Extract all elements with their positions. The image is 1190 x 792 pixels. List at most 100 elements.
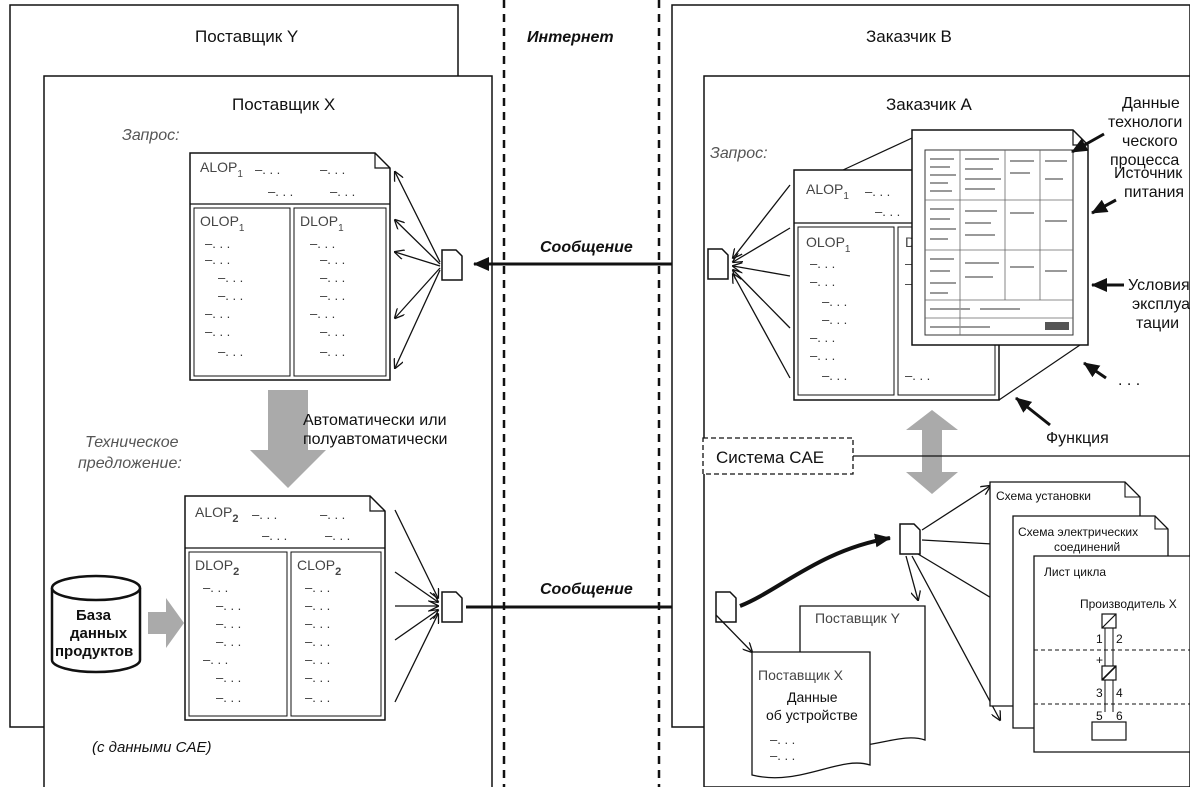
function-annotation: Функция: [1015, 396, 1109, 447]
ellipsis-annotation: . . .: [1083, 361, 1140, 389]
device-supplier-x-label: Поставщик X: [758, 667, 844, 683]
svg-text:–. . .: –. . .: [320, 324, 345, 339]
svg-text:–. . .: –. . .: [320, 344, 345, 359]
svg-text:–. . .: –. . .: [218, 344, 243, 359]
alop2-label: ALOP2: [195, 504, 238, 525]
product-database: База данных продуктов: [50, 574, 142, 674]
svg-text:Функция: Функция: [1046, 430, 1109, 447]
svg-text:–. . .: –. . .: [810, 330, 835, 345]
datasheet-overlay: [842, 129, 1089, 401]
svg-text:–. . .: –. . .: [810, 274, 835, 289]
svg-text:–. . .: –. . .: [310, 306, 335, 321]
terminal-1: 1: [1096, 632, 1103, 646]
svg-text:технологи: технологи: [1108, 114, 1182, 131]
svg-text:–. . .: –. . .: [822, 368, 847, 383]
loop-sheet: Лист цикла Производитель X 1 2 + 3 4 5 6: [1033, 555, 1190, 753]
cae-system-label: Система CAE: [716, 448, 824, 467]
svg-text:–. . .: –. . .: [216, 598, 241, 613]
svg-text:–. . .: –. . .: [320, 270, 345, 285]
dots: –. . .: [770, 748, 795, 763]
svg-text:–. . .: –. . .: [810, 256, 835, 271]
customer-a-title: Заказчик A: [886, 95, 973, 114]
with-cae-label: (с данными CAE): [92, 739, 211, 756]
svg-text:Источник: Источник: [1114, 165, 1183, 182]
dots: –. . .: [268, 184, 293, 199]
grey-down-arrow: [250, 390, 326, 488]
svg-text:–. . .: –. . .: [320, 288, 345, 303]
message-label-top: Сообщение: [540, 239, 633, 256]
svg-text:тации: тации: [1136, 315, 1179, 332]
svg-text:. . .: . . .: [1118, 372, 1140, 389]
terminal-6: 6: [1116, 709, 1123, 723]
dots: –. . .: [865, 184, 890, 199]
device-data-label-1: Данные: [787, 689, 838, 705]
terminal-5: 5: [1096, 709, 1103, 723]
svg-text:–. . .: –. . .: [305, 690, 330, 705]
dlop2-label: DLOP2: [195, 557, 239, 578]
svg-text:эксплуа: эксплуа: [1132, 296, 1190, 313]
grey-double-arrow: [906, 410, 958, 494]
operating-conditions-annotation: Условия эксплуа тации: [1091, 277, 1190, 332]
electrical-scheme-label-2: соединений: [1054, 540, 1120, 554]
dots: –. . .: [325, 528, 350, 543]
svg-text:–. . .: –. . .: [216, 690, 241, 705]
svg-text:–. . .: –. . .: [320, 252, 345, 267]
internet-label: Интернет: [527, 29, 614, 46]
svg-text:–. . .: –. . .: [822, 312, 847, 327]
supplier-x-title: Поставщик X: [232, 95, 335, 114]
arrow-to-device-x: [715, 614, 752, 652]
svg-text:Данные: Данные: [1122, 95, 1180, 112]
grey-right-arrow: [148, 598, 184, 648]
manufacturer-x-label: Производитель X: [1080, 597, 1177, 611]
dots: –. . .: [320, 507, 345, 522]
customer-alop1-label: ALOP1: [806, 181, 849, 202]
offer-document: ALOP2 –. . . –. . . –. . . –. . . DLOP2 …: [184, 495, 386, 721]
dots: –. . .: [770, 732, 795, 747]
svg-text:–. . .: –. . .: [905, 368, 930, 383]
install-scheme-label: Схема установки: [996, 489, 1091, 503]
db-label-1: База: [76, 607, 112, 624]
dots: –. . .: [330, 184, 355, 199]
svg-text:–. . .: –. . .: [305, 598, 330, 613]
terminal-4: 4: [1116, 686, 1123, 700]
auto-label-1: Автоматически или: [303, 412, 447, 429]
svg-text:Условия: Условия: [1128, 277, 1190, 294]
svg-text:–. . .: –. . .: [203, 652, 228, 667]
tech-offer-label-1: Техническое: [85, 434, 179, 451]
dots: –. . .: [875, 204, 900, 219]
collection-arrows-offer: [394, 509, 438, 703]
svg-text:–. . .: –. . .: [216, 634, 241, 649]
svg-text:–. . .: –. . .: [216, 616, 241, 631]
svg-text:процесса: процесса: [1110, 152, 1179, 169]
distribution-arrows-customer: [733, 184, 791, 379]
electrical-scheme-label-1: Схема электрических: [1018, 525, 1138, 539]
cae-system-box: [702, 437, 854, 475]
request-label-right: Запрос:: [710, 145, 768, 162]
offer-doc-dots: –. . . –. . . –. . . –. . . –. . . –. . …: [203, 580, 330, 705]
device-sheet-supplier-x: Поставщик X Данные об устройстве –. . . …: [751, 651, 871, 779]
dlop1-label: DLOP1: [300, 213, 344, 234]
distribution-arrows-request: [395, 172, 441, 368]
svg-text:–. . .: –. . .: [205, 324, 230, 339]
svg-text:–. . .: –. . .: [310, 236, 335, 251]
message-icon-right-top: [707, 248, 729, 280]
supplier-y-title: Поставщик Y: [195, 27, 298, 46]
request-label-left: Запрос:: [122, 127, 180, 144]
tech-offer-label-2: предложение:: [78, 455, 182, 472]
request-document: ALOP1 –. . . –. . . –. . . –. . . OLOP1 …: [189, 152, 391, 381]
customer-olop1-label: OLOP1: [806, 234, 851, 255]
auto-label-2: полуавтоматически: [303, 431, 447, 448]
terminal-plus: +: [1096, 653, 1103, 667]
svg-text:–. . .: –. . .: [305, 634, 330, 649]
svg-text:–. . .: –. . .: [205, 252, 230, 267]
message-label-bottom: Сообщение: [540, 581, 633, 598]
svg-text:–. . .: –. . .: [822, 294, 847, 309]
svg-text:–. . .: –. . .: [205, 236, 230, 251]
clop2-label: CLOP2: [297, 557, 341, 578]
process-data-annotation: Данные технологи ческого процесса: [1071, 95, 1182, 169]
db-label-3: продуктов: [55, 643, 133, 660]
dots: –. . .: [255, 162, 280, 177]
svg-text:–. . .: –. . .: [810, 348, 835, 363]
